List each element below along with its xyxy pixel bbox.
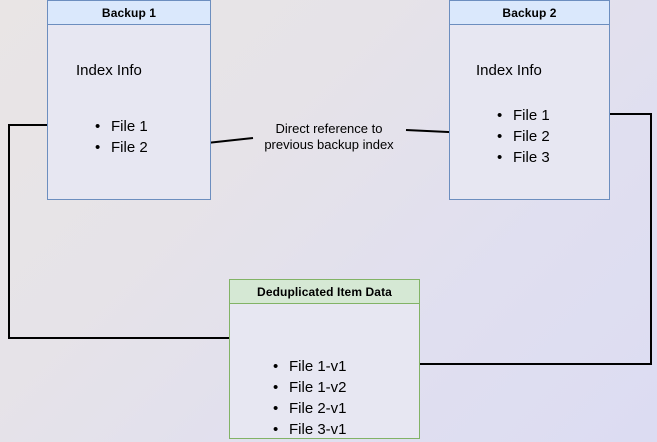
- list-item: File 2: [497, 126, 550, 147]
- list-item: File 2: [95, 137, 148, 158]
- list-item: File 1-v1: [273, 356, 347, 377]
- backup-2-header: Backup 2: [450, 1, 609, 25]
- direct-reference-label-line-2: previous backup index: [264, 137, 394, 152]
- list-item: File 2-v1: [273, 398, 347, 419]
- backup-2-file-list: File 1 File 2 File 3: [497, 105, 550, 168]
- backup-2-box[interactable]: Backup 2 Index Info File 1 File 2 File 3: [449, 0, 610, 200]
- list-item: File 3: [497, 147, 550, 168]
- list-item: File 3-v1: [273, 419, 347, 440]
- list-item: File 1: [497, 105, 550, 126]
- list-item: File 1: [95, 116, 148, 137]
- backup-1-file-list: File 1 File 2: [95, 116, 148, 158]
- direct-reference-edge-label: Direct reference to previous backup inde…: [247, 121, 411, 153]
- backup-1-box[interactable]: Backup 1 Index Info File 1 File 2: [47, 0, 211, 200]
- direct-reference-label-line-1: Direct reference to: [275, 121, 383, 136]
- dedup-file-list: File 1-v1 File 1-v2 File 2-v1 File 3-v1: [273, 356, 347, 440]
- deduplicated-item-data-header: Deduplicated Item Data: [230, 280, 419, 304]
- backup-2-body: Index Info File 1 File 2 File 3: [450, 25, 609, 199]
- backup-1-body: Index Info File 1 File 2: [48, 25, 210, 199]
- backup-1-header: Backup 1: [48, 1, 210, 25]
- deduplicated-item-data-box[interactable]: Deduplicated Item Data File 1-v1 File 1-…: [229, 279, 420, 440]
- deduplicated-item-data-body: File 1-v1 File 1-v2 File 2-v1 File 3-v1: [230, 304, 419, 440]
- backup-1-index-info-label: Index Info: [76, 62, 142, 79]
- list-item: File 1-v2: [273, 377, 347, 398]
- backup-2-index-info-label: Index Info: [476, 62, 542, 79]
